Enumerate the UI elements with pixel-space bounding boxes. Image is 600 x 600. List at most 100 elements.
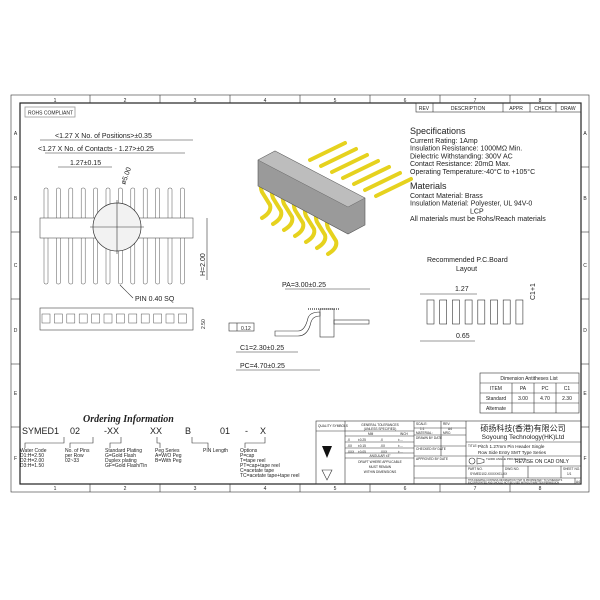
antitheses-title: Dimension Antitheses List bbox=[500, 376, 558, 382]
sheet-size: A4 bbox=[576, 480, 580, 484]
antitheses-header: PA bbox=[520, 386, 527, 392]
drawing-title-1: Pitch 1.27mm Pin Header Single bbox=[478, 444, 545, 449]
order-field-line: C=acetate tape bbox=[240, 468, 274, 474]
order-leader bbox=[191, 437, 209, 448]
spec-line: Current Rating: 1Amp bbox=[410, 138, 478, 145]
dim-c1: C1=2.30±0.25 bbox=[240, 345, 284, 352]
row-marker-left: C bbox=[14, 263, 18, 269]
spec-line: Contact Resistance: 20mΩ Max. bbox=[410, 161, 511, 168]
antitheses-header: PC bbox=[542, 386, 549, 392]
revision-table: REV DESCRIPTION APPR CHECK DRAW bbox=[415, 102, 582, 113]
antitheses-header: C1 bbox=[564, 386, 571, 392]
pin-tail bbox=[374, 177, 413, 198]
order-field-line: G=Gold Flash bbox=[105, 453, 136, 459]
pin-cavity bbox=[66, 313, 76, 324]
pcb-pad bbox=[515, 299, 524, 325]
tolerance-cell: .XXX bbox=[347, 450, 355, 454]
column-marker-top: 7 bbox=[474, 98, 477, 104]
column-marker-top: 3 bbox=[194, 98, 197, 104]
pin-cavity bbox=[116, 313, 125, 324]
order-field-line: Peg Series bbox=[155, 448, 180, 454]
tolerance-cell: ±.... bbox=[398, 438, 403, 442]
row-marker-right: D bbox=[583, 328, 587, 334]
order-code-segment: B bbox=[185, 426, 191, 436]
dim-detail-circle: ø5.00 bbox=[120, 166, 133, 185]
pcb-pad bbox=[502, 299, 511, 325]
connector-3d-render bbox=[257, 141, 413, 256]
column-marker-bottom: 1 bbox=[54, 486, 57, 492]
order-code-segment: - bbox=[245, 426, 248, 436]
order-field-line: Duplex plating bbox=[105, 458, 137, 464]
dim-pcb-pitch: 1.27 bbox=[455, 286, 469, 293]
check-header: CHECK bbox=[534, 106, 552, 112]
row-marker-right: A bbox=[583, 131, 587, 137]
material-line: Insulation Material: Polyester, UL 94V-0 bbox=[410, 201, 532, 208]
tolerances-subtitle: (UNLESS SPECIFIED) bbox=[364, 427, 397, 431]
pin-cavity bbox=[153, 313, 162, 324]
order-field-line: Standard Plating bbox=[105, 448, 142, 454]
pcb-pad bbox=[477, 299, 486, 325]
order-field-line: TC=acetate tape+tape reel bbox=[240, 473, 300, 479]
pin-tail bbox=[330, 153, 369, 174]
pin-tail bbox=[363, 171, 402, 192]
column-marker-top: 8 bbox=[539, 98, 542, 104]
order-code-segment: 01 bbox=[220, 426, 230, 436]
dim-pad-length: C1+1 bbox=[530, 283, 537, 300]
description-header: DESCRIPTION bbox=[451, 106, 486, 112]
company-name-cn: 硕扬科技(香港)有限公司 bbox=[480, 423, 565, 433]
dim-pin: PIN 0.40 SQ bbox=[135, 296, 175, 303]
row-marker-left: F bbox=[14, 456, 17, 462]
part-no-value: SYMED102-XXXXX01-XX bbox=[470, 472, 508, 476]
column-marker-bottom: 7 bbox=[474, 486, 477, 492]
rev-label: REV: bbox=[443, 422, 450, 426]
pin-cavity bbox=[91, 313, 100, 324]
column-marker-bottom: 8 bbox=[539, 486, 542, 492]
dim-pad-width: 0.65 bbox=[456, 333, 470, 340]
scale-value: 1:1 bbox=[420, 427, 425, 431]
pin-tail bbox=[341, 159, 380, 180]
pcb-layout-title-1: Recommended P.C.Board bbox=[427, 257, 508, 264]
dwg-no-label: DWG NO. bbox=[505, 467, 519, 471]
tolerance-cell: .XX bbox=[380, 444, 386, 448]
ordering-title: Ordering Information bbox=[83, 414, 174, 425]
rev-header: REV bbox=[419, 106, 430, 112]
dim-flatness: 0.12 bbox=[241, 326, 251, 332]
spec-line: Dielectric Withstanding: 300V AC bbox=[410, 153, 513, 160]
column-marker-bottom: 2 bbox=[124, 486, 127, 492]
dim-pa: PA=3.00±0.25 bbox=[282, 282, 326, 289]
pin-cavity bbox=[103, 313, 113, 324]
proprietary-notice-1: THIS DRAWING CONTAINS INFORMATION THAT I… bbox=[468, 479, 563, 482]
order-field-line: No. of Pins bbox=[65, 448, 90, 454]
dim-pitch: 1.27±0.15 bbox=[70, 160, 101, 167]
pin-cavity bbox=[78, 313, 88, 324]
pin-cavity bbox=[128, 313, 138, 324]
pcb-pad bbox=[439, 299, 448, 325]
order-field-line: per Row bbox=[65, 453, 84, 459]
row-marker-right: F bbox=[583, 456, 586, 462]
antitheses-cell: Standard bbox=[486, 396, 507, 402]
dim-body-height: 2.50 bbox=[201, 319, 207, 329]
mrc-label: MRC: bbox=[443, 431, 451, 435]
order-leader bbox=[156, 437, 161, 448]
pin-cavity bbox=[178, 313, 187, 324]
pin-cavity bbox=[41, 313, 51, 324]
material-line: All materials must be Rohs/Reach materia… bbox=[410, 216, 546, 223]
antitheses-cell: 3.00 bbox=[518, 396, 528, 402]
column-marker-bottom: 6 bbox=[404, 486, 407, 492]
scale-label: SCALE: bbox=[416, 422, 427, 426]
order-code-segment: -XX bbox=[104, 426, 119, 436]
projection-symbol-icon bbox=[468, 457, 476, 465]
dim-contacts: <1.27 X No. of Contacts - 1.27>±0.25 bbox=[38, 146, 154, 153]
tolerance-cell: .XXX bbox=[380, 450, 388, 454]
company-name-en: Soyoung Technology(HK)Ltd bbox=[482, 434, 565, 441]
mm-header: MM bbox=[368, 432, 374, 436]
row-marker-left: E bbox=[14, 391, 18, 397]
spec-line: Insulation Resistance: 1000MΩ Min. bbox=[410, 146, 522, 153]
order-leader bbox=[244, 437, 266, 448]
inner-frame bbox=[19, 102, 582, 485]
drawing-title-2: Row Side Entry SMT Type Series bbox=[478, 450, 547, 455]
order-field-line: 02~33 bbox=[65, 458, 79, 464]
